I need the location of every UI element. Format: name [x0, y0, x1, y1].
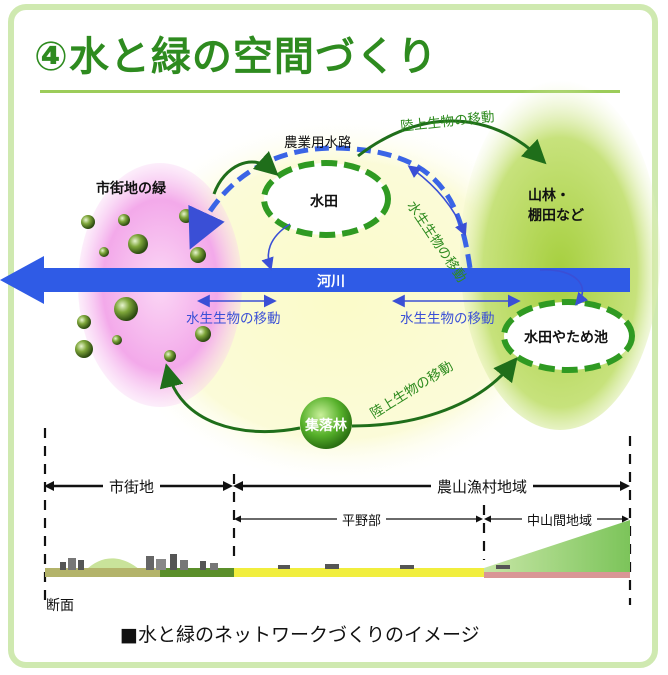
pond-label: 水田やため池 [524, 330, 608, 346]
aquatic-move-label-rural: 水生生物の移動 [400, 311, 495, 327]
village-urban-land-arrow [159, 363, 301, 434]
rural-section-label: 農山漁村地域 [431, 476, 534, 497]
paddy-river-aquatic-arrow [261, 223, 291, 271]
canal-aquatic-arrow [407, 165, 467, 237]
urban-paddy-land-arrow [212, 151, 279, 195]
cross-section-profile [45, 520, 630, 578]
paddy-label: 水田 [310, 194, 338, 210]
aquatic-move-label-urban: 水生生物の移動 [186, 311, 281, 327]
village-forest-shape [300, 397, 352, 449]
figure-caption: ■水と緑のネットワークづくりのイメージ [120, 624, 480, 646]
hilly-section-label: 中山間地域 [522, 510, 598, 529]
paddy-field-shape [261, 160, 391, 238]
title-underline [40, 90, 620, 93]
cross-section-label: 断面 [46, 598, 74, 614]
urban-section-label: 市街地 [103, 476, 161, 497]
river-label: 河川 [317, 274, 345, 290]
village-pond-land-arrow [351, 356, 518, 428]
irrigation-canal-label: 農業用水路 [284, 135, 352, 151]
rural-forest-zone [460, 80, 660, 430]
urban-green-label: 市街地の緑 [96, 181, 166, 197]
paddy-mountain-land-arrow [357, 119, 547, 165]
pond-shape [501, 299, 635, 373]
village-forest-label: 集落林 [305, 418, 347, 434]
river-band [0, 256, 630, 304]
river-pond-aquatic-arrow [539, 269, 589, 306]
plain-section-label: 平野部 [337, 510, 387, 529]
mountain-forest-label: 山林・ 棚田など [528, 188, 584, 224]
figure-title: ④水と緑の空間づくり [34, 34, 438, 80]
